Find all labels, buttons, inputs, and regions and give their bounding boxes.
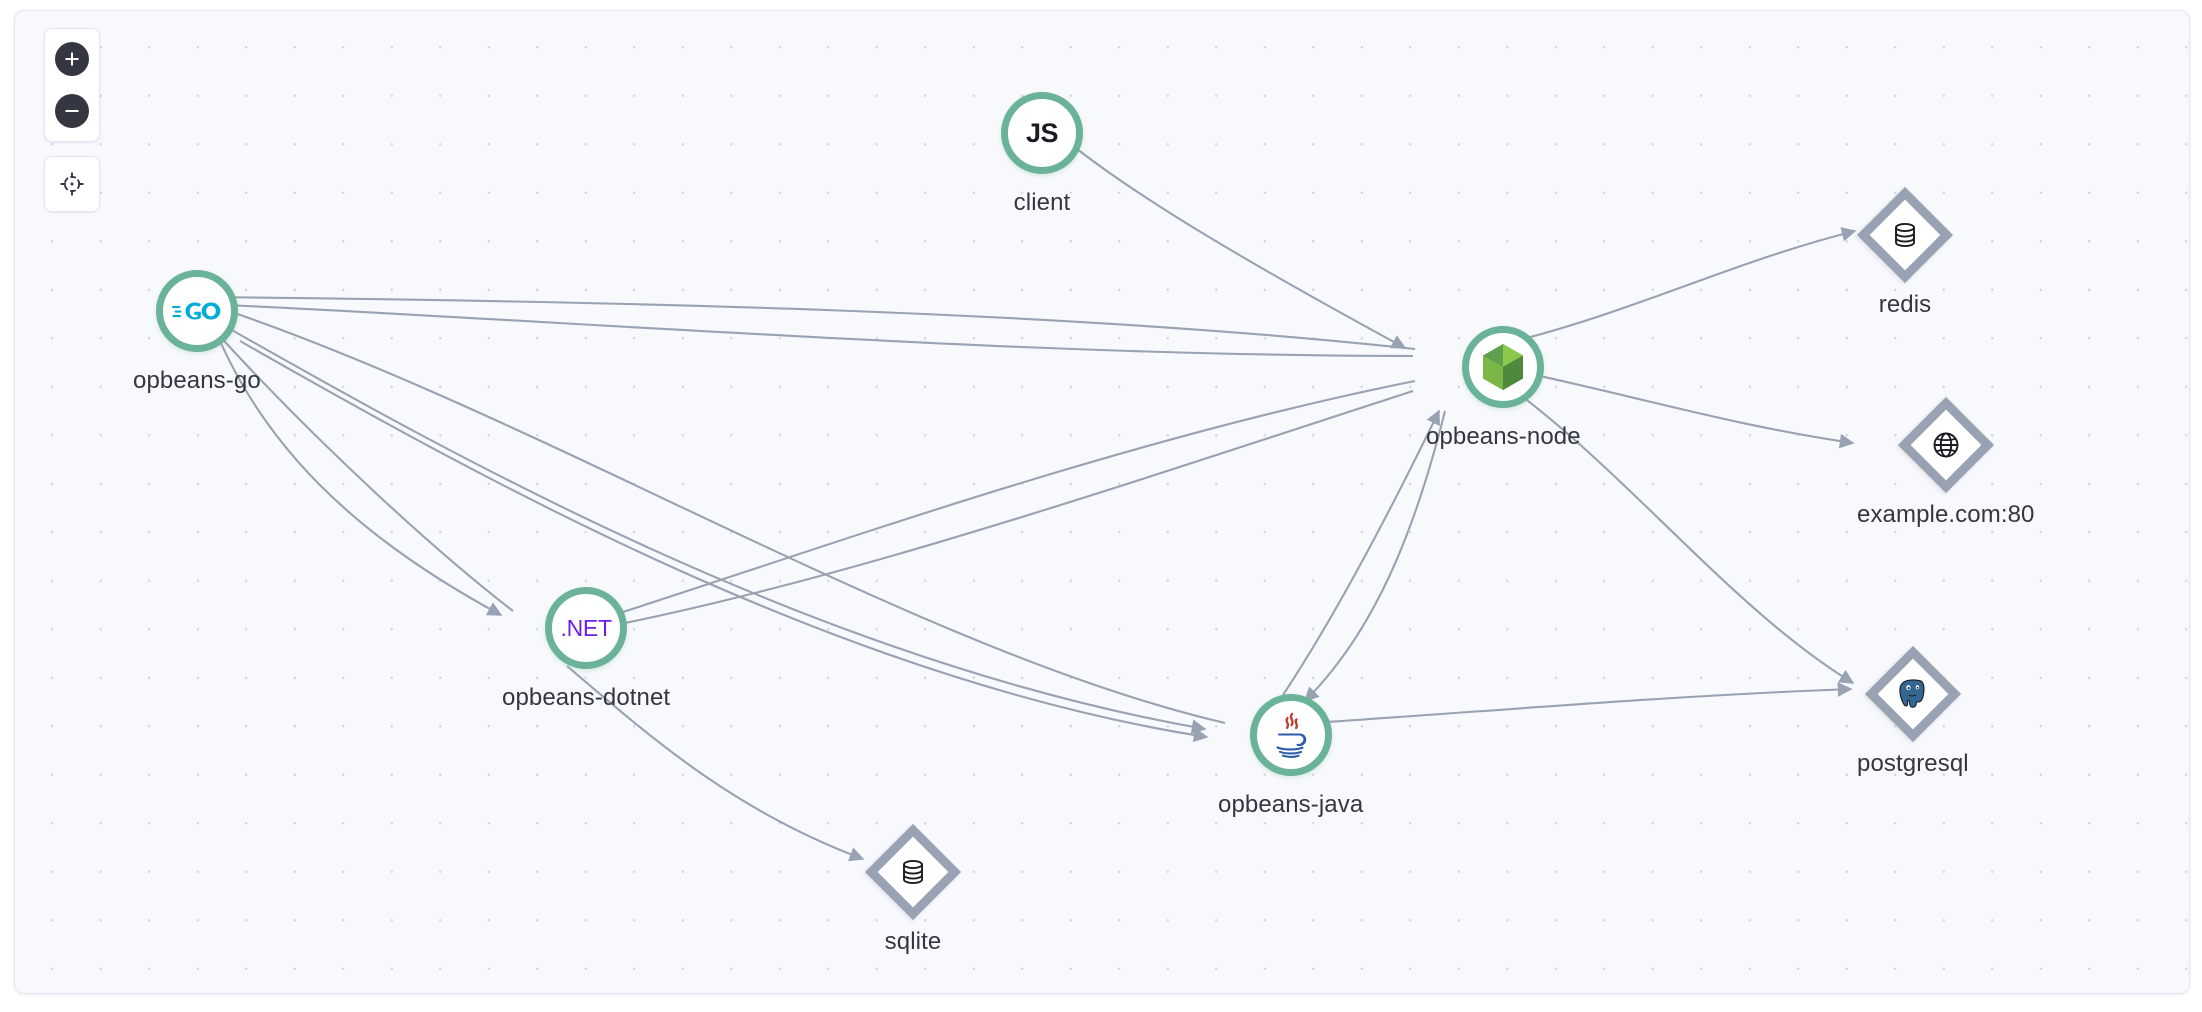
edge-opbeans-dotnet-to-sqlite [566,665,865,862]
edge-opbeans-node-to-redis [1514,227,1857,343]
edge-opbeans-java-to-opbeans-go [203,300,1226,725]
database-icon [903,859,923,885]
diamond-inner [1880,210,1930,260]
edge-opbeans-node-to-postgresql [1514,390,1855,684]
node-shape [149,263,245,359]
node-client[interactable]: JS client [994,85,1090,216]
edge-opbeans-node-to-opbeans-go [198,289,1416,351]
crosshair-icon [60,172,84,196]
database-icon [1895,222,1915,248]
node-label: opbeans-dotnet [502,684,671,711]
node-label: postgresql [1857,750,1969,777]
edge-opbeans-node-to-opbeans-go-alt [203,297,1414,358]
center-map-button[interactable] [55,167,89,201]
resource-diamond [1897,396,1994,494]
service-circle: JS [1001,92,1083,174]
resource-diamond [864,823,962,921]
edge-client-to-opbeans-node [1066,140,1407,349]
nodejs-icon [1483,344,1524,390]
edge-opbeans-node-to-opbeans-java [1303,410,1447,703]
edge-layer [198,140,1857,862]
service-map-canvas[interactable]: JS client opbeans-go [14,10,2190,994]
node-label: sqlite [884,928,942,955]
node-opbeans-node[interactable]: opbeans-node [1426,319,1581,450]
edge-opbeans-java-to-postgresql [1310,682,1853,725]
resource-diamond [1856,186,1954,284]
javascript-icon: JS [1025,117,1059,148]
edge-opbeans-node-to-opbeans-dotnet-alt [593,390,1414,634]
edge-opbeans-java-to-opbeans-node [1282,409,1440,696]
zoom-in-button[interactable] [55,42,89,76]
edge-opbeans-node-to-opbeans-dotnet [593,379,1416,624]
postgresql-icon [1899,679,1925,708]
edge-opbeans-dotnet-to-opbeans-java [239,340,1209,743]
service-circle: .NET [545,587,628,669]
node-label: redis [1878,291,1932,318]
node-label: opbeans-node [1426,423,1581,450]
node-shape [1864,645,1961,743]
plus-icon [65,52,79,66]
node-redis[interactable]: redis [1856,186,1954,318]
node-label: example.com:80 [1857,501,2035,528]
node-opbeans-go[interactable]: opbeans-go [133,263,261,394]
node-label: opbeans-go [133,367,261,394]
service-circle [155,270,238,352]
center-map-control[interactable] [44,156,100,212]
node-shape: JS [994,85,1090,181]
diamond-inner [1888,669,1938,719]
node-shape [1243,687,1339,783]
node-shape [1897,396,1994,494]
service-circle [1462,326,1545,408]
zoom-out-button[interactable] [55,94,89,128]
node-opbeans-dotnet[interactable]: .NET opbeans-dotnet [502,580,670,711]
service-circle [1249,694,1332,776]
resource-diamond [1864,645,1961,743]
node-example-com-80[interactable]: example.com:80 [1857,396,2035,528]
edge-opbeans-go-to-opbeans-dotnet [219,340,503,616]
diamond-inner [888,847,938,897]
zoom-controls[interactable] [44,28,100,142]
node-label: opbeans-java [1218,791,1364,818]
diamond-inner [1921,420,1971,470]
edge-opbeans-node-to-example-com [1516,369,1855,449]
dotnet-icon: .NET [560,614,613,641]
globe-icon [1933,432,1959,458]
node-postgresql[interactable]: postgresql [1857,645,1969,777]
edge-opbeans-go-to-opbeans-java [229,328,1207,734]
java-icon [1276,712,1306,758]
node-shape [1455,319,1551,415]
edge-opbeans-dotnet-to-opbeans-go [214,329,514,612]
node-sqlite[interactable]: sqlite [864,823,962,955]
minus-icon [65,110,79,112]
node-opbeans-java[interactable]: opbeans-java [1218,687,1363,818]
node-shape [1856,186,1954,284]
go-icon [171,302,221,320]
node-label: client [1013,189,1071,216]
node-shape [864,823,962,921]
node-shape: .NET [538,580,634,676]
